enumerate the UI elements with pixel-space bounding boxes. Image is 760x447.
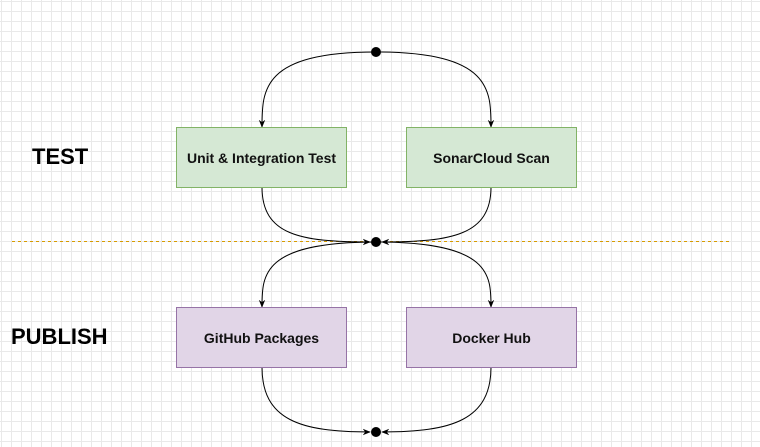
end-node-dot xyxy=(371,427,381,437)
join-node-dot xyxy=(371,237,381,247)
fork-node-dot xyxy=(371,47,381,57)
node-label: Unit & Integration Test xyxy=(186,149,337,166)
node-label: SonarCloud Scan xyxy=(433,149,550,166)
node-github-packages[interactable]: GitHub Packages xyxy=(176,307,347,368)
edge-join-to-github-packages xyxy=(258,241,377,308)
node-label: Docker Hub xyxy=(452,329,531,346)
node-sonarcloud-scan[interactable]: SonarCloud Scan xyxy=(406,127,577,188)
edge-fork-to-sonarcloud xyxy=(375,51,495,128)
edge-docker-hub-to-end xyxy=(381,366,492,436)
node-unit-integration-test[interactable]: Unit & Integration Test xyxy=(176,127,347,188)
edge-join-to-docker-hub xyxy=(375,241,495,308)
edge-unit-test-to-join xyxy=(261,186,371,246)
edge-fork-to-unit-test xyxy=(258,51,377,128)
edge-github-packages-to-end xyxy=(261,366,371,436)
edge-sonarcloud-to-join xyxy=(381,186,492,246)
stage-label-publish: PUBLISH xyxy=(11,324,108,349)
stage-label-test: TEST xyxy=(32,144,89,169)
node-label: GitHub Packages xyxy=(203,329,320,346)
node-docker-hub[interactable]: Docker Hub xyxy=(406,307,577,368)
